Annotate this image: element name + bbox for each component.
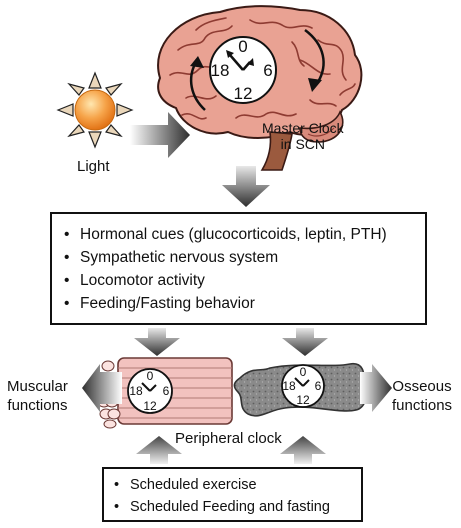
osseous-line2: functions bbox=[392, 397, 453, 414]
master-clock-icon: 0 6 12 18 bbox=[209, 36, 277, 104]
light-arrow bbox=[130, 112, 190, 158]
cues-box: Hormonal cues (glucocorticoids, leptin, … bbox=[50, 212, 427, 325]
schedule-item: Scheduled exercise bbox=[110, 474, 355, 496]
muscle-clock-12: 12 bbox=[143, 399, 157, 413]
muscular-line2: functions bbox=[7, 397, 68, 414]
sun-icon bbox=[56, 71, 134, 149]
cue-item: Sympathetic nervous system bbox=[60, 246, 419, 269]
cue-item: Feeding/Fasting behavior bbox=[60, 292, 419, 315]
master-clock-label-line2: in SCN bbox=[280, 136, 326, 152]
schedule-to-muscle-arrow bbox=[136, 436, 182, 464]
muscular-functions-label: Muscular functions bbox=[7, 377, 68, 415]
bone-clock-18: 18 bbox=[282, 379, 296, 393]
muscular-line1: Muscular bbox=[7, 378, 68, 395]
muscular-output-arrow bbox=[82, 364, 122, 412]
muscle-clock-0: 0 bbox=[147, 369, 154, 383]
cue-item: Locomotor activity bbox=[60, 269, 419, 292]
master-clock-label: Master Clock in SCN bbox=[262, 120, 344, 152]
osseous-line1: Osseous bbox=[392, 378, 452, 395]
master-clock-label-line1: Master Clock bbox=[262, 120, 344, 136]
master-clock-0: 0 bbox=[238, 37, 247, 56]
schedule-to-bone-arrow bbox=[280, 436, 326, 464]
bone-icon: 0 6 12 18 bbox=[233, 362, 368, 417]
osseous-functions-label: Osseous functions bbox=[392, 377, 452, 415]
osseous-output-arrow bbox=[360, 364, 392, 412]
cycle-arrows bbox=[189, 29, 325, 111]
master-clock-18: 18 bbox=[211, 61, 230, 80]
muscle-clock-6: 6 bbox=[163, 384, 170, 398]
peripheral-clock-label: Peripheral clock bbox=[175, 430, 282, 447]
cue-item: Hormonal cues (glucocorticoids, leptin, … bbox=[60, 223, 419, 246]
schedule-box: Scheduled exercise Scheduled Feeding and… bbox=[102, 467, 363, 522]
cues-to-bone-arrow bbox=[282, 328, 328, 356]
master-clock-12: 12 bbox=[234, 84, 253, 103]
bone-clock-0: 0 bbox=[300, 365, 307, 379]
schedule-item: Scheduled Feeding and fasting bbox=[110, 496, 355, 518]
light-label: Light bbox=[77, 158, 110, 175]
cues-to-muscle-arrow bbox=[134, 328, 180, 356]
bone-clock-12: 12 bbox=[296, 393, 310, 407]
brain-to-cues-arrow bbox=[222, 166, 270, 207]
bone-clock-6: 6 bbox=[315, 379, 322, 393]
muscle-clock-18: 18 bbox=[129, 384, 143, 398]
master-clock-6: 6 bbox=[263, 61, 272, 80]
